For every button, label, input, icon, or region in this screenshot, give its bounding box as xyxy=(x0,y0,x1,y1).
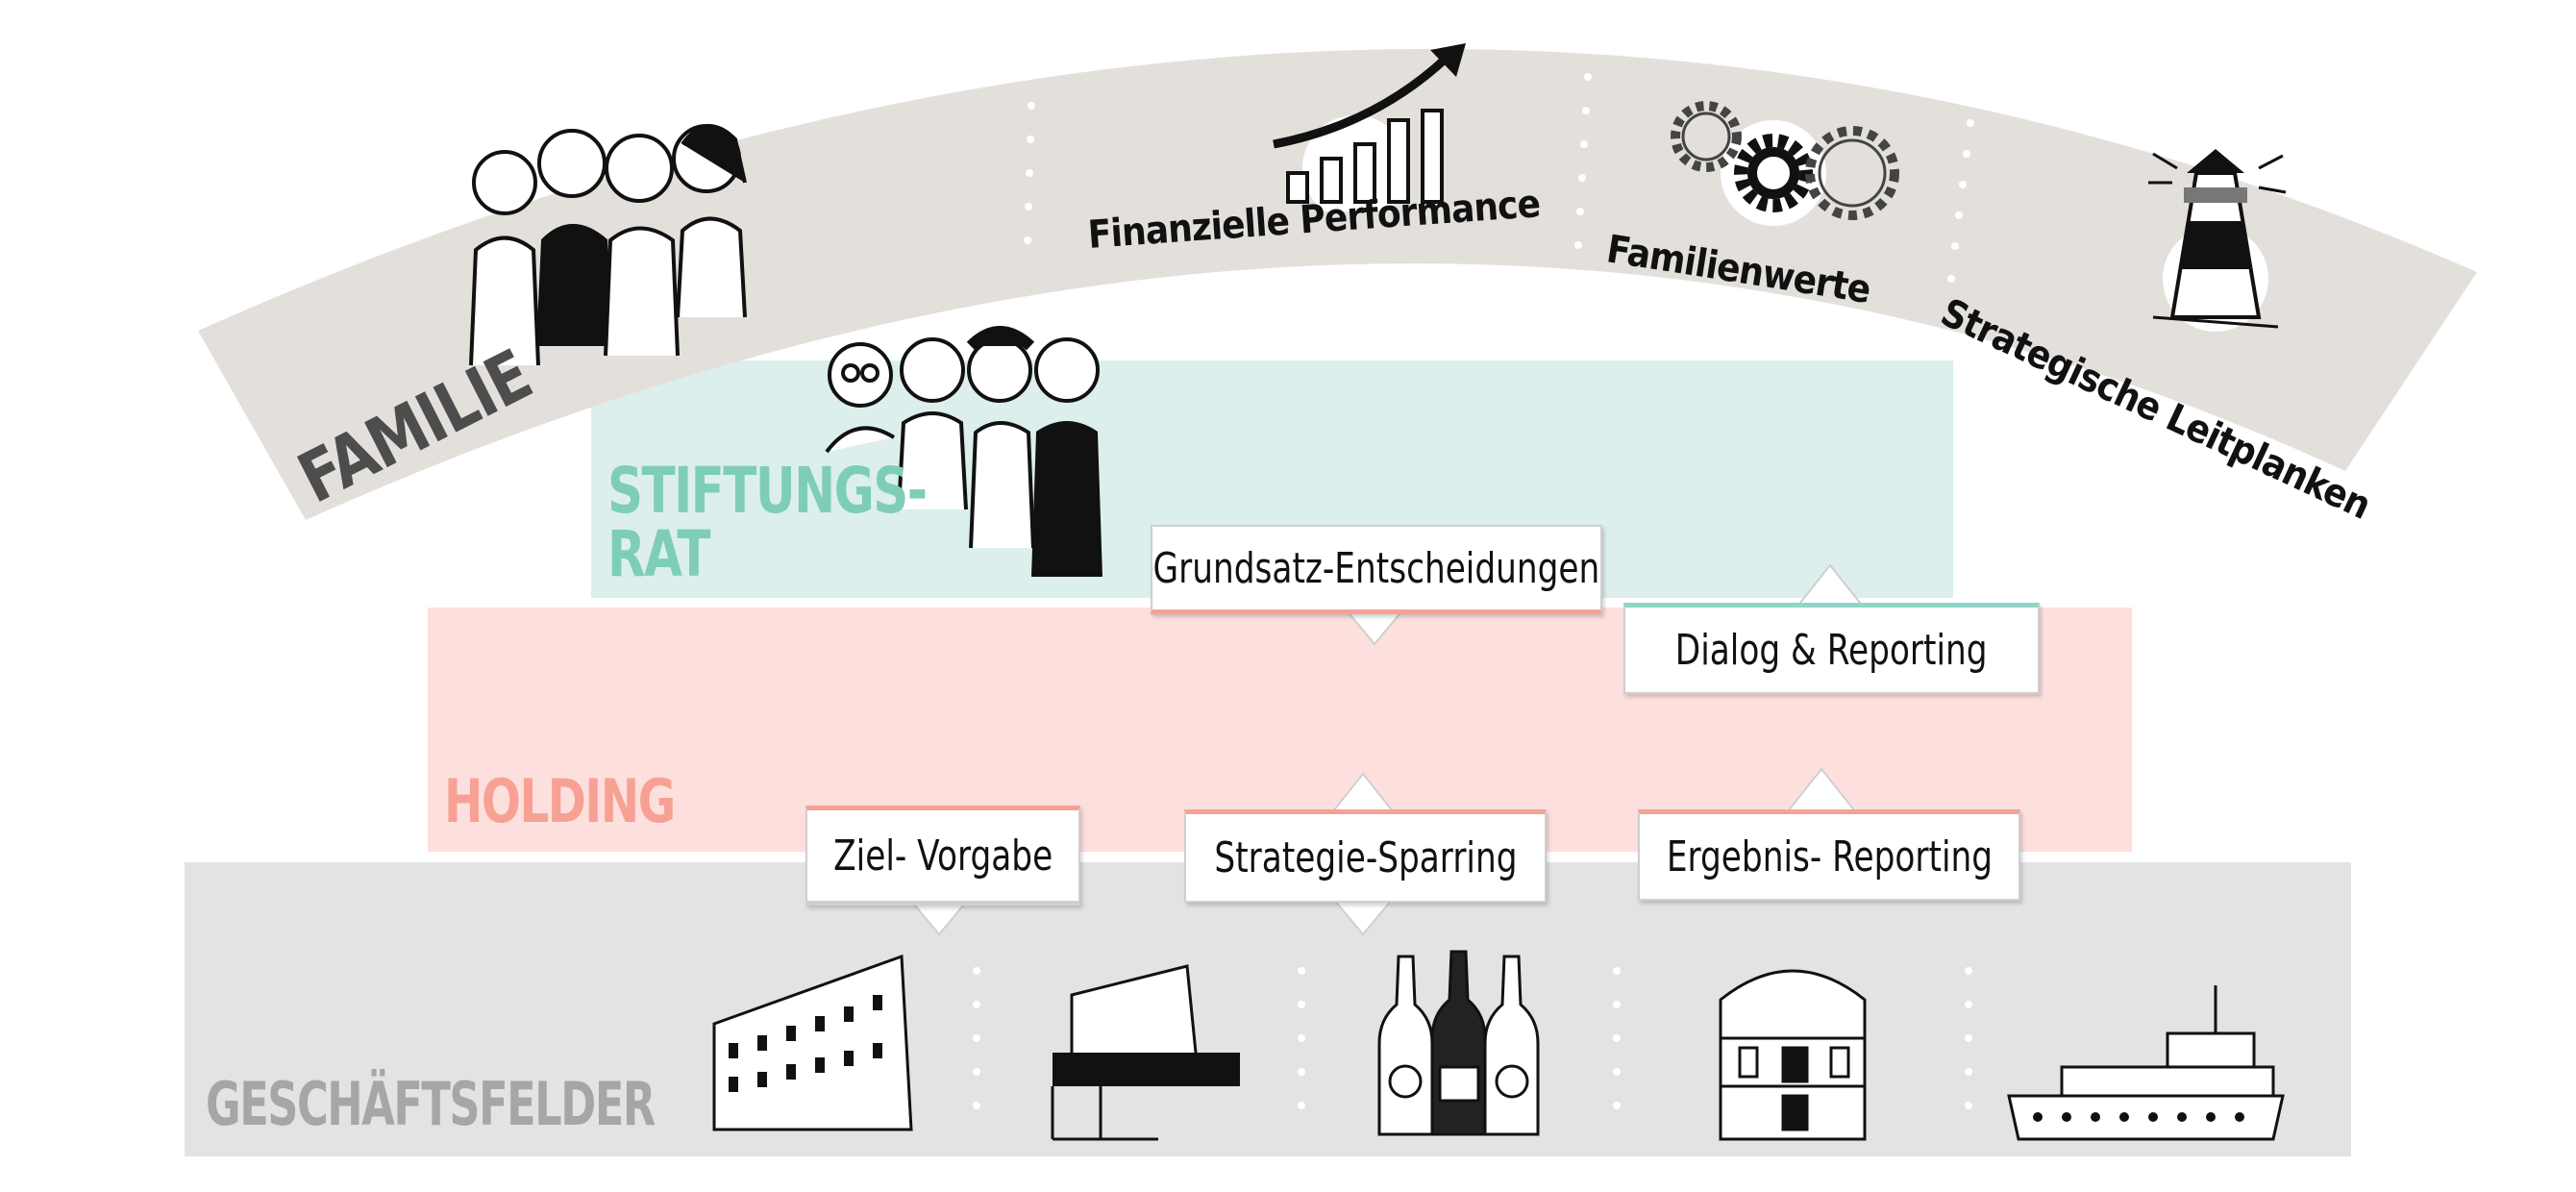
rising-chart-icon xyxy=(1273,43,1466,211)
separator-dots xyxy=(1574,73,1592,249)
gears-icon xyxy=(1671,101,1899,226)
separator-dots xyxy=(1024,68,1036,244)
family-people-icon xyxy=(469,124,747,366)
callout-ziel-vorgabe: Ziel- Vorgabe xyxy=(805,806,1080,906)
stiftungsrat-people-icon xyxy=(825,326,1102,578)
callout-text: Ziel- Vorgabe xyxy=(832,831,1053,881)
callout-grundsatz-entscheidungen: Grundsatz-Entscheidungen xyxy=(1151,525,1602,614)
geschaeftsfelder-layer xyxy=(185,862,2351,1156)
callout-strategie-sparring: Strategie-Sparring xyxy=(1184,809,1547,903)
callout-text: Strategie-Sparring xyxy=(1213,832,1518,882)
beer-bottles-icon xyxy=(1377,950,1540,1136)
geschaeftsfelder-label: GESCHÄFTSFELDER xyxy=(206,1069,656,1139)
callout-ergebnis-reporting: Ergebnis- Reporting xyxy=(1638,809,2020,901)
callout-dialog-reporting: Dialog & Reporting xyxy=(1623,603,2040,694)
arrow-up-icon xyxy=(1785,767,1858,812)
apartment-building-icon xyxy=(712,954,913,1131)
historic-building-icon xyxy=(1719,969,1867,1141)
callout-text: Dialog & Reporting xyxy=(1675,625,1988,675)
holding-label: HOLDING xyxy=(444,766,676,836)
stiftungsrat-label-line2: RAT xyxy=(607,517,710,591)
ship-icon xyxy=(2007,985,2285,1141)
modern-building-icon xyxy=(1051,964,1240,1141)
stiftungsrat-label-line1: STIFTUNGS- xyxy=(607,454,928,528)
lighthouse-icon xyxy=(2148,149,2287,332)
stiftungsrat-label: STIFTUNGS- RAT xyxy=(607,454,928,591)
business-separators xyxy=(973,967,1972,1109)
separator-dots xyxy=(1947,119,1974,283)
arc-dotted-separators xyxy=(1024,68,1974,283)
callout-text: Grundsatz-Entscheidungen xyxy=(1152,543,1600,593)
callout-text: Ergebnis- Reporting xyxy=(1666,832,1993,882)
